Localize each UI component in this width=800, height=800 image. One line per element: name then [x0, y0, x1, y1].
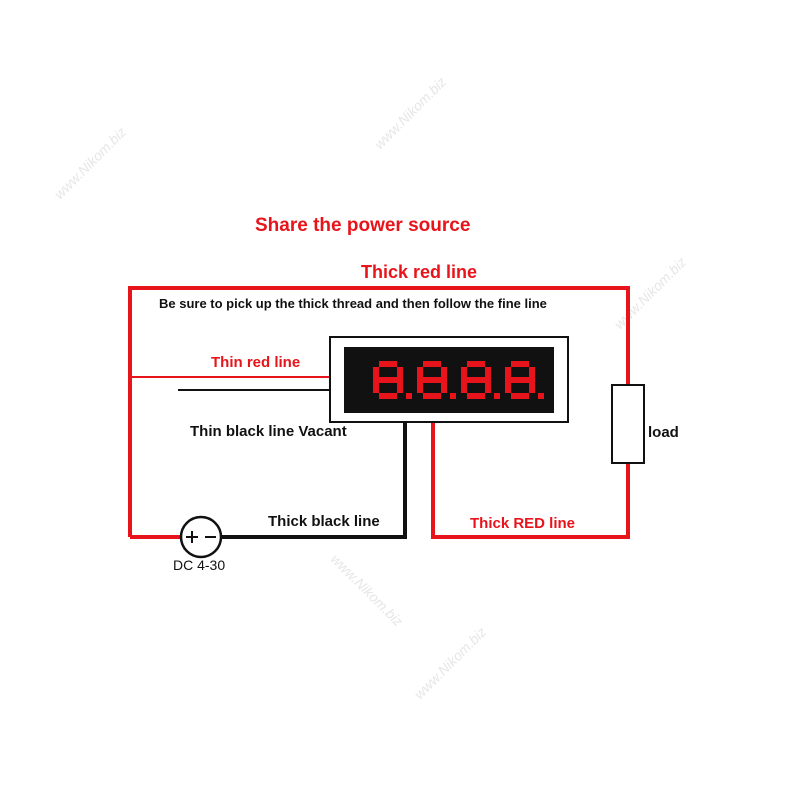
watermark-text-1: www.Nikom.biz	[371, 74, 449, 152]
digit-4-segment-7	[511, 393, 529, 399]
digit-2-segment-2	[417, 367, 423, 380]
digit-4-segment-6	[529, 380, 535, 393]
digit-4-segment-1	[511, 361, 529, 367]
thin-red-line-label: Thin red line	[211, 354, 301, 371]
digit-1-segment-1	[379, 361, 397, 367]
digit-1-segment-2	[373, 367, 379, 380]
digit-1-segment-4	[379, 377, 397, 383]
dc-source-label: DC 4-30	[173, 557, 226, 573]
digit-2-segment-1	[423, 361, 441, 367]
digit-4-segment-4	[511, 377, 529, 383]
watermark-text-2: www.Nikom.biz	[611, 254, 689, 332]
watermark-text-3: www.Nikom.biz	[411, 624, 489, 702]
digit-1-segment-7	[379, 393, 397, 399]
diagram-title: Share the power source	[255, 215, 471, 236]
digit-3-decimal-point	[494, 393, 500, 399]
digit-2-decimal-point	[450, 393, 456, 399]
instruction-text: Be sure to pick up the thick thread and …	[159, 296, 547, 311]
load-label: load	[648, 424, 679, 441]
digit-1-segment-3	[397, 367, 403, 380]
digit-3-segment-6	[485, 380, 491, 393]
digit-2-segment-5	[417, 380, 423, 393]
digit-1-segment-6	[397, 380, 403, 393]
digit-3-segment-3	[485, 367, 491, 380]
digit-2-segment-3	[441, 367, 447, 380]
thick-red-line-bottom-label: Thick RED line	[470, 515, 576, 532]
digit-3-segment-2	[461, 367, 467, 380]
digit-2-segment-6	[441, 380, 447, 393]
thick-black-wire	[222, 422, 407, 539]
digit-3-segment-1	[467, 361, 485, 367]
thick-red-outer-wire	[128, 286, 630, 537]
thick-black-line-label: Thick black line	[268, 513, 380, 530]
load-resistor	[611, 384, 645, 464]
digit-4-segment-2	[505, 367, 511, 380]
dc-source	[179, 515, 223, 559]
watermark-text-4: www.Nikom.biz	[51, 124, 129, 202]
digit-3-segment-4	[467, 377, 485, 383]
meter-display	[329, 336, 569, 423]
digit-2-segment-7	[423, 393, 441, 399]
digit-2-segment-4	[423, 377, 441, 383]
digit-3-segment-7	[467, 393, 485, 399]
thin-black-line-label: Thin black line Vacant	[190, 423, 347, 440]
thick-red-bottom-wire	[431, 422, 630, 539]
dc-source-circle	[179, 515, 223, 559]
seven-segment-digits	[373, 361, 544, 399]
digit-1-segment-5	[373, 380, 379, 393]
digit-1-decimal-point	[406, 393, 412, 399]
digit-4-decimal-point	[538, 393, 544, 399]
watermark-text-5: www.Nikom.biz	[328, 551, 406, 629]
thick-red-line-top-label: Thick red line	[361, 262, 478, 282]
digit-3-segment-5	[461, 380, 467, 393]
digit-4-segment-5	[505, 380, 511, 393]
digit-4-segment-3	[529, 367, 535, 380]
